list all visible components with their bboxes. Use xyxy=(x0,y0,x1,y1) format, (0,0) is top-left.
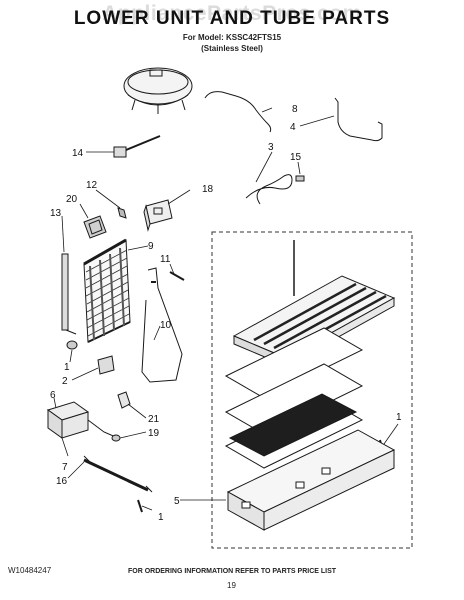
model-subtitle: For Model: KSSC42FTS15 xyxy=(182,33,282,42)
document-number: W10484247 xyxy=(8,566,52,575)
callout-12: 12 xyxy=(86,180,98,191)
callout-15: 15 xyxy=(290,152,302,163)
diagram-title: LOWER UNIT AND TUBE PARTS xyxy=(73,8,391,29)
callout-20: 20 xyxy=(66,194,78,205)
callout-7: 7 xyxy=(62,462,68,473)
callout-3: 3 xyxy=(268,142,274,153)
screw-1c-part xyxy=(137,499,143,513)
callout-13: 13 xyxy=(50,208,62,219)
callout-1-right: 1 xyxy=(396,412,402,423)
callout-11: 11 xyxy=(160,254,171,265)
part-15 xyxy=(295,175,305,182)
bottom-pan-5-part xyxy=(226,429,396,531)
evaporator-enclosure xyxy=(211,231,413,549)
condenser-9-part xyxy=(83,238,131,343)
insulation-sheet-d xyxy=(228,393,358,457)
grommet-1a-part xyxy=(66,340,78,350)
box-6-part xyxy=(46,401,119,439)
finish-subtitle: (Stainless Steel) xyxy=(201,44,263,53)
bar-16-part xyxy=(83,455,153,493)
tube-8-part xyxy=(204,91,272,133)
part-19 xyxy=(111,434,121,442)
callout-9: 9 xyxy=(148,241,154,252)
insulation-sheet-a xyxy=(224,327,364,399)
bracket-2-part xyxy=(97,355,115,375)
screw-11-part xyxy=(169,271,185,281)
callout-2: 2 xyxy=(62,376,68,387)
callout-1-bottom: 1 xyxy=(158,512,164,523)
callout-18: 18 xyxy=(202,184,214,195)
callout-16: 16 xyxy=(56,476,68,487)
tube-3-part xyxy=(245,174,293,205)
bracket-13-part xyxy=(61,253,77,335)
insulation-sheet-b xyxy=(224,363,364,435)
callout-1-left: 1 xyxy=(64,362,70,373)
callout-8: 8 xyxy=(292,104,298,115)
compressor-part xyxy=(123,67,193,114)
box-18-part xyxy=(143,199,173,232)
ordering-note: FOR ORDERING INFORMATION REFER TO PARTS … xyxy=(127,568,337,575)
callout-10: 10 xyxy=(160,320,172,331)
callout-21: 21 xyxy=(148,414,160,425)
callout-14: 14 xyxy=(72,148,84,159)
plate-20-part xyxy=(83,215,107,239)
callout-4: 4 xyxy=(290,122,296,133)
page-number: 19 xyxy=(227,581,236,590)
watermark: AppliancePartsPros.com xyxy=(102,2,362,25)
cord-14-part xyxy=(113,135,161,158)
callout-6: 6 xyxy=(50,390,56,401)
callout-5: 5 xyxy=(174,496,180,507)
part-12 xyxy=(117,207,127,219)
frame-10-part xyxy=(141,267,183,383)
callout-19: 19 xyxy=(148,428,160,439)
tube-4-part xyxy=(334,97,383,142)
tube-21-part xyxy=(117,391,131,409)
